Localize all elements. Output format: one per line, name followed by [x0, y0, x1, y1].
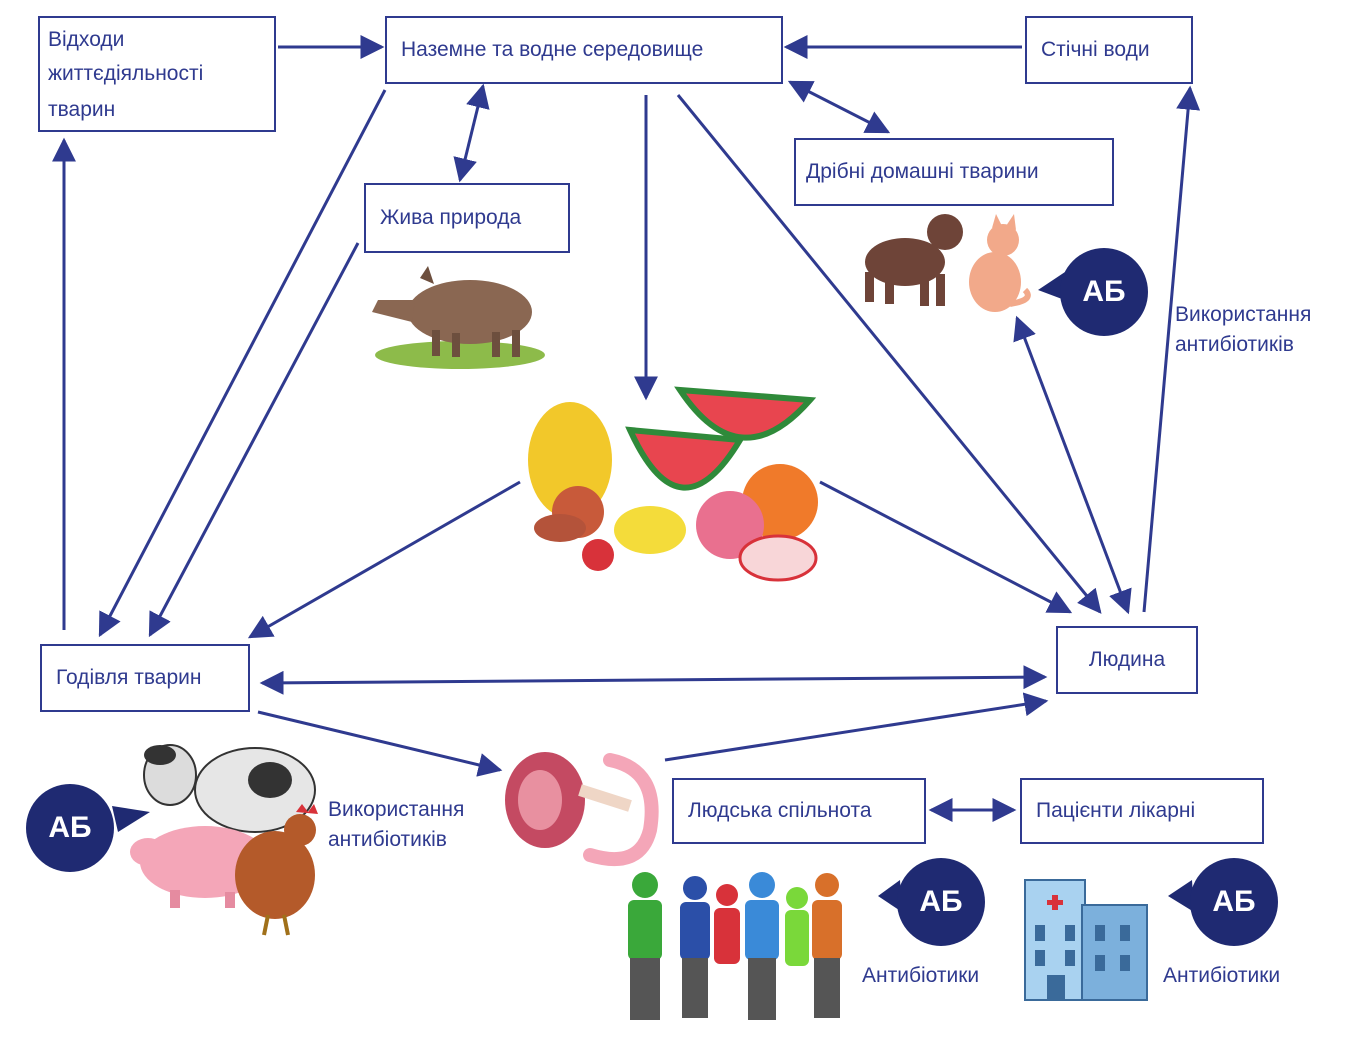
waste-box: Відходи життєдіяльності тварин — [38, 16, 276, 132]
use-antibiotics-farm-line-1: Використання — [328, 798, 465, 821]
patients-box: Пацієнти лікарні — [1020, 778, 1264, 844]
hospital-icon — [1024, 879, 1148, 1001]
environment-label: Наземне та водне середовище — [401, 38, 704, 61]
arrow-environment-pets — [787, 80, 891, 134]
pets-box: Дрібні домашні тварини — [794, 138, 1114, 206]
arrow-fruit-to-feeding — [247, 480, 521, 639]
use-antibiotics-label-right: Використання антибіотиків — [1175, 300, 1311, 360]
badge-tail-people — [878, 880, 902, 912]
community-label: Людська спільнота — [688, 799, 872, 822]
community-box: Людська спільнота — [672, 778, 926, 844]
use-antibiotics-right-line-2: антибіотиків — [1175, 333, 1294, 356]
arrow-environment-to-feeding — [98, 89, 387, 638]
patients-label: Пацієнти лікарні — [1036, 799, 1196, 822]
environment-box: Наземне та водне середовище — [385, 16, 783, 84]
antibiotics-label-people: Антибіотики — [862, 964, 980, 987]
arrow-human-to-wastewater — [1142, 85, 1201, 613]
feeding-label: Годівля тварин — [56, 666, 202, 689]
badge-tail-hospital — [1168, 880, 1194, 912]
human-box: Людина — [1056, 626, 1198, 694]
use-antibiotics-farm-line-2: антибіотиків — [328, 828, 447, 851]
use-antibiotics-label-farm: Використання антибіотиків — [328, 795, 464, 855]
arrow-human-cat — [1013, 315, 1132, 615]
wastewater-label: Стічні води — [1041, 38, 1150, 61]
feeding-box: Годівля тварин — [40, 644, 250, 712]
arrow-feeding-to-meat — [257, 710, 503, 777]
waste-line-2: життєдіяльності — [48, 62, 204, 85]
antibiotics-label-hospital: Антибіотики — [1163, 964, 1281, 987]
boar-icon — [372, 266, 545, 369]
arrow-environment-wildlife — [453, 83, 490, 183]
ab-badge-pets: АБ — [1060, 248, 1148, 336]
pets-label: Дрібні домашні тварини — [806, 160, 1039, 183]
wildlife-box: Жива природа — [364, 183, 570, 253]
badge-tail-farm — [112, 806, 150, 832]
arrow-feeding-human — [259, 665, 1048, 695]
use-antibiotics-right-line-1: Використання — [1175, 303, 1312, 326]
cat-icon — [969, 214, 1031, 312]
people-icon — [628, 872, 842, 1020]
fruit-icon — [528, 386, 818, 582]
human-label: Людина — [1088, 648, 1166, 671]
wildlife-label: Жива природа — [380, 206, 522, 229]
cow-icon — [143, 744, 316, 833]
arrow-wildlife-to-feeding — [148, 242, 360, 638]
waste-line-3: тварин — [48, 98, 116, 121]
ab-badge-people: АБ — [897, 858, 985, 946]
arrow-meat-to-human — [664, 692, 1049, 762]
meat-icon — [505, 752, 659, 867]
dog-icon — [865, 214, 963, 306]
chicken-icon — [235, 804, 318, 936]
ab-badge-farm: АБ — [26, 784, 114, 872]
ab-badge-hospital: АБ — [1190, 858, 1278, 946]
waste-line-1: Відходи — [48, 28, 125, 51]
wastewater-box: Стічні води — [1025, 16, 1193, 84]
